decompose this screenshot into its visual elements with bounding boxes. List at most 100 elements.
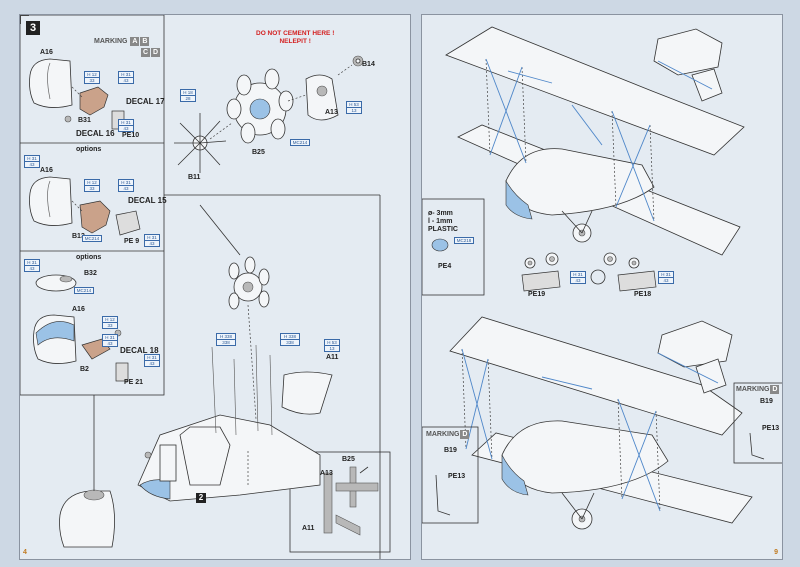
marking-d-box bbox=[422, 426, 479, 524]
marking-box-d: D bbox=[770, 385, 780, 394]
page-number: 9 bbox=[774, 549, 778, 556]
paint-code-bottom: 43 bbox=[575, 278, 581, 283]
right-page: 7049 ø- 3mm l - 1mm PLASTIC MC218 PE4 H … bbox=[421, 14, 783, 560]
page-number: 4 bbox=[23, 549, 27, 556]
marking-d-box bbox=[733, 382, 782, 464]
wire-note: ø- 3mm bbox=[428, 210, 453, 217]
part-label: B19 bbox=[760, 398, 773, 405]
part-label: PE4 bbox=[438, 263, 452, 270]
paint-code-bottom: 43 bbox=[663, 278, 669, 283]
wire-note: l - 1mm bbox=[428, 218, 453, 225]
marking-text: MARKING bbox=[94, 38, 128, 45]
paint-code-bottom: 43 bbox=[29, 266, 35, 271]
paint-code-top: H 31 bbox=[145, 355, 159, 361]
part-label: DECAL 18 bbox=[120, 346, 159, 355]
crop-mark bbox=[20, 15, 29, 24]
part-label: A16 bbox=[72, 306, 85, 313]
warning-line-1: DO NOT CEMENT HERE ! bbox=[256, 30, 335, 37]
paint-code-mc: MC214 bbox=[84, 236, 100, 241]
paint-code-top: H 12 bbox=[103, 317, 117, 323]
cowling-option-1 bbox=[29, 58, 125, 130]
rotary-engine bbox=[226, 55, 364, 144]
tailskid-part bbox=[749, 432, 765, 460]
part-label: B25 bbox=[342, 456, 355, 463]
paint-code: MC214 bbox=[74, 287, 94, 294]
part-label: A13 bbox=[325, 109, 338, 116]
options-label: options bbox=[76, 254, 102, 261]
paint-code-bottom: 338 bbox=[222, 340, 230, 345]
part-label: A16 bbox=[40, 49, 53, 56]
paint-code-mc: MC214 bbox=[292, 140, 308, 145]
wire-coil bbox=[431, 238, 449, 252]
paint-code-top: H 338 bbox=[217, 334, 235, 340]
options-panel-frame bbox=[20, 15, 165, 396]
marking-text: MARKING bbox=[426, 431, 460, 438]
paint-code-bottom: 33 bbox=[89, 186, 95, 191]
part-label: DECAL 15 bbox=[128, 196, 167, 205]
detail-frame bbox=[289, 451, 391, 553]
paint-code-top: H 31 bbox=[103, 335, 117, 341]
paint-code-bottom: 43 bbox=[149, 361, 155, 366]
part-label: PE 9 bbox=[124, 238, 140, 245]
warning-line-2: NELEPIT ! bbox=[279, 37, 311, 45]
part-label: PE13 bbox=[448, 473, 466, 480]
paint-code-bottom: 13 bbox=[351, 108, 357, 113]
left-page-drawing bbox=[20, 15, 391, 559]
biplane-lower-view bbox=[449, 316, 753, 530]
marking-box-c: C bbox=[141, 48, 150, 57]
part-label: PE18 bbox=[634, 291, 652, 298]
cowling-option-3 bbox=[33, 274, 129, 382]
step-number: 3 bbox=[26, 21, 40, 35]
paint-code-mc: MC214 bbox=[76, 288, 92, 293]
paint-code-bottom: 28 bbox=[185, 96, 191, 101]
paint-code-bottom: 43 bbox=[149, 241, 155, 246]
part-label: B14 bbox=[362, 61, 375, 68]
paint-code-top: H 18 bbox=[181, 90, 195, 96]
paint-code-top: H 53 bbox=[325, 340, 339, 346]
fuselage-front bbox=[137, 344, 333, 502]
biplane-upper-view bbox=[445, 26, 745, 256]
part-label: DECAL 17 bbox=[126, 97, 165, 106]
part-label: A11 bbox=[302, 525, 315, 532]
part-label: B31 bbox=[78, 117, 91, 124]
paint-code-bottom: 43 bbox=[123, 78, 129, 83]
part-label: A13 bbox=[320, 470, 333, 477]
paint-code-top: H 12 bbox=[85, 72, 99, 78]
paint-code-top: H 31 bbox=[659, 272, 673, 278]
landing-gear-parts bbox=[521, 252, 657, 292]
paint-code-bottom: 33 bbox=[107, 323, 113, 328]
substep-number: 2 bbox=[196, 493, 206, 503]
paint-code-top: H 31 bbox=[571, 272, 585, 278]
paint-code-bottom: 43 bbox=[107, 341, 113, 346]
marking-box-a: A bbox=[130, 37, 140, 46]
part-label: PE 21 bbox=[124, 379, 144, 386]
marking-box-b: B bbox=[140, 37, 150, 46]
part-label: DECAL 16 bbox=[76, 129, 115, 138]
part-label: B11 bbox=[188, 174, 201, 181]
part-label: A11 bbox=[326, 354, 339, 361]
part-label: B25 bbox=[252, 149, 265, 156]
wire-callout-box bbox=[422, 198, 485, 296]
paint-code-top: H 31 bbox=[25, 260, 39, 266]
paint-code-top: H 53 bbox=[347, 102, 361, 108]
paint-code-top: H 31 bbox=[119, 180, 133, 186]
paint-code-top: H 338 bbox=[281, 334, 299, 340]
tailskid-part bbox=[435, 474, 451, 516]
